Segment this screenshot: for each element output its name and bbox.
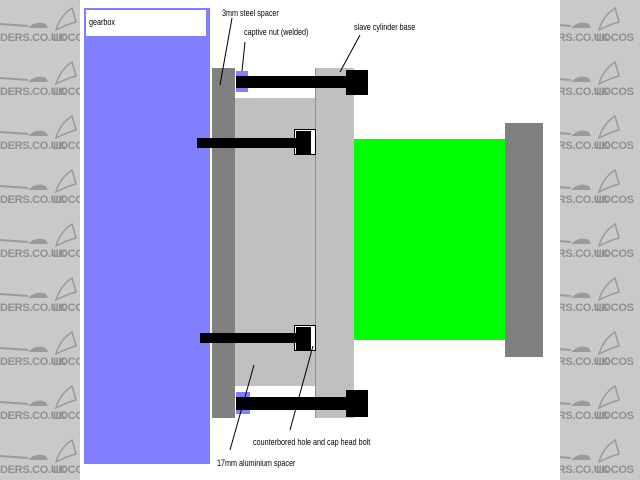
cap-bolt-upper-shaft [197,138,301,148]
car-logo-icon [560,438,620,464]
bolt-bottom-head [346,390,368,417]
slave-cylinder-body [354,139,505,340]
slave-cylinder-end-plate [505,123,543,357]
gearbox-label-box [86,10,206,36]
gearbox-block [84,8,210,464]
bolt-top-shaft [236,76,348,88]
car-logo-icon [0,330,77,356]
car-logo-icon [560,330,620,356]
car-logo-icon [560,276,620,302]
bolt-top-head [346,70,368,95]
cap-bolt-upper-head [296,131,311,154]
car-logo-icon [0,114,77,140]
bolt-bottom-shaft [236,397,348,410]
steel-spacer [212,68,235,418]
car-logo-icon [560,222,620,248]
car-logo-icon [560,60,620,86]
car-logo-icon [0,60,77,86]
slave-cylinder-base [315,68,354,418]
slave-cylinder-base-label: slave cylinder base [354,22,416,32]
captive-nut-label: captive nut (welded) [244,27,309,37]
car-logo-icon [560,6,620,32]
car-logo-icon [0,168,77,194]
car-logo-icon [0,384,77,410]
car-logo-icon [560,168,620,194]
cap-bolt-lower-shaft [200,333,301,343]
steel-spacer-label: 3mm steel spacer [222,8,279,18]
car-logo-icon [560,384,620,410]
aluminium-spacer-label: 17mm aluminium spacer [217,458,296,468]
car-logo-icon [0,6,77,32]
car-logo-icon [0,438,77,464]
car-logo-icon [0,276,77,302]
car-logo-icon [0,222,77,248]
watermark-left: DERS.CO.UKLOCOSDERS.CO.UKLOCOSDERS.CO.UK… [0,0,80,480]
counterbored-bolt-label: counterbored hole and cap head bolt [253,437,371,447]
car-logo-icon [560,114,620,140]
watermark-right: DERS.CO.UKLOCOSDERS.CO.UKLOCOSDERS.CO.UK… [560,0,640,480]
gearbox-label: gearbox [89,17,116,27]
cap-bolt-lower-head [296,327,311,350]
